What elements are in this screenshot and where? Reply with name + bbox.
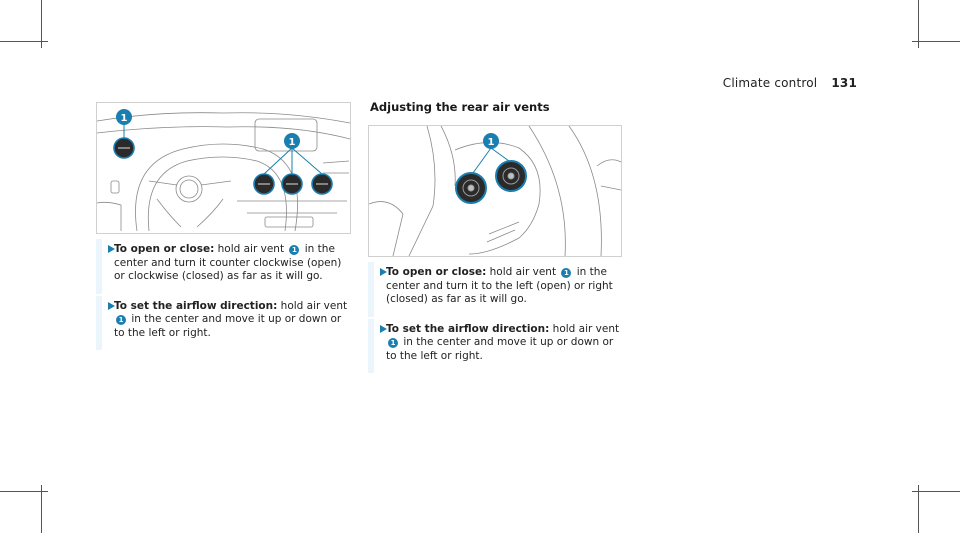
crop-mark <box>912 41 960 42</box>
callout-badge <box>483 133 499 149</box>
crop-mark <box>0 41 48 42</box>
callout-inline: 1 <box>116 315 126 325</box>
callout-inline: 1 <box>289 245 300 255</box>
section-title: Climate control <box>722 76 818 90</box>
rear-vents-drawing: 1 <box>369 126 621 256</box>
callout-number: 1 <box>289 137 296 148</box>
crop-mark <box>0 491 48 492</box>
section-heading: Adjusting the rear air vents <box>370 100 550 114</box>
step-text: hold air vent <box>277 299 348 312</box>
crop-mark <box>912 491 960 492</box>
step-arrow-icon <box>380 268 387 276</box>
callout-number: 1 <box>121 113 128 124</box>
dashboard-drawing: 1 1 <box>97 109 350 232</box>
step-text: hold air vent <box>549 322 620 335</box>
crop-mark <box>918 0 919 48</box>
step-text: hold air vent <box>486 266 560 278</box>
crop-mark <box>918 485 919 533</box>
right-instructions: To open or close: hold air vent 1 in the… <box>368 262 620 373</box>
step-open-close: To open or close: hold air vent 1 in the… <box>96 239 348 293</box>
callout-inline: 1 <box>388 338 398 348</box>
step-airflow-direction: To set the airflow direction: hold air v… <box>96 295 348 350</box>
step-lead: To set the airflow direction: <box>386 322 550 335</box>
step-text: in the center and move it up or down or … <box>386 336 614 362</box>
step-arrow-icon <box>108 301 115 310</box>
callout-inline: 1 <box>561 268 572 278</box>
step-airflow-direction: To set the airflow direction: hold air v… <box>368 318 620 373</box>
rear-air-vents-illustration: 1 <box>368 125 622 257</box>
step-arrow-icon <box>380 324 387 333</box>
step-lead: To open or close: <box>386 266 487 278</box>
callout-badge <box>116 109 132 125</box>
callout-badge <box>284 133 300 149</box>
left-instructions: To open or close: hold air vent 1 in the… <box>96 239 348 350</box>
step-lead: To set the airflow direction: <box>114 299 278 312</box>
callout-number: 1 <box>488 137 495 148</box>
dashboard-air-vents-illustration: 1 1 <box>96 102 351 234</box>
step-text: in the center and turn it counter clockw… <box>114 243 342 282</box>
step-open-close: To open or close: hold air vent 1 in the… <box>368 262 620 316</box>
crop-mark <box>41 485 42 533</box>
step-text: in the center and turn it to the left (o… <box>386 266 613 305</box>
running-header: Climate control 131 <box>723 76 857 90</box>
page-number: 131 <box>831 76 857 90</box>
crop-mark <box>41 0 42 48</box>
step-lead: To open or close: <box>114 243 215 255</box>
step-text: in the center and move it up or down or … <box>114 313 342 339</box>
step-arrow-icon <box>108 245 115 253</box>
step-text: hold air vent <box>214 243 288 255</box>
